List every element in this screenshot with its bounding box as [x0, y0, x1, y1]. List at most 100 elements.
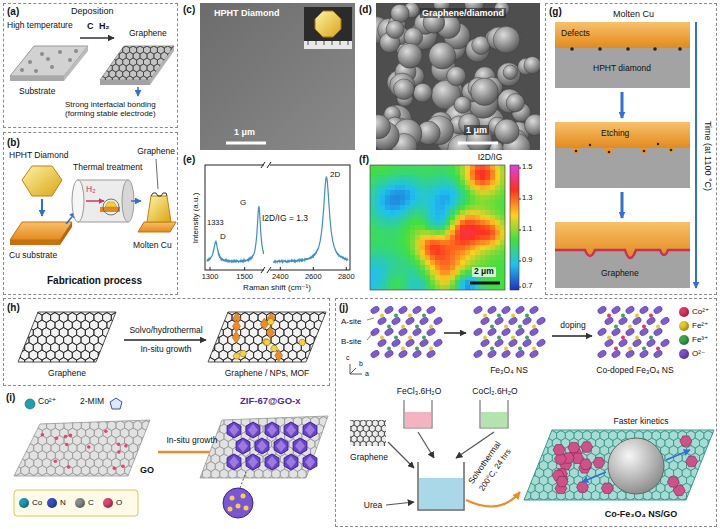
map-cell: [370, 215, 375, 220]
map-cell: [410, 270, 415, 275]
octahedron: [632, 338, 643, 348]
map-cell: [500, 200, 505, 205]
lattice-cell: [3, 421, 12, 431]
map-cell: [410, 265, 415, 270]
map-cell: [460, 210, 465, 215]
map-cell: [375, 190, 380, 195]
lattice-cell: [123, 82, 130, 90]
map-cell: [395, 170, 400, 175]
graphene-lattice: [0, 413, 168, 483]
lattice-cell: [695, 491, 704, 501]
lattice-cell: [717, 453, 720, 463]
map-cell: [465, 185, 470, 190]
map-cell: [370, 235, 375, 240]
map-cell: [430, 165, 435, 170]
map-cell: [465, 225, 470, 230]
lattice-cell: [526, 423, 535, 433]
map-cell: [430, 185, 435, 190]
map-cell: [440, 175, 445, 180]
map-cell: [415, 275, 420, 280]
map-cell: [375, 170, 380, 175]
spinel-lattice: [597, 305, 671, 359]
octahedron: [494, 316, 505, 326]
map-cell: [475, 175, 480, 180]
map-cell: [495, 255, 500, 260]
map-cell: [475, 195, 480, 200]
lattice-cell: [315, 469, 324, 479]
map-cell: [465, 245, 470, 250]
map-cell: [400, 275, 405, 280]
cation-site: [415, 347, 419, 351]
map-cell: [390, 220, 395, 225]
octahedron: [604, 316, 615, 326]
octahedron: [597, 349, 608, 359]
map-cell: [480, 230, 485, 235]
map-cell: [485, 240, 490, 245]
map-cell: [430, 175, 435, 180]
lattice-cell: [665, 498, 674, 508]
crystal-face: [276, 440, 286, 452]
lattice-cell: [77, 358, 86, 368]
lattice-cell: [0, 473, 8, 483]
map-cell: [380, 170, 385, 175]
map-cell: [430, 225, 435, 230]
map-cell: [410, 230, 415, 235]
map-cell: [415, 235, 420, 240]
map-cell: [450, 235, 455, 240]
map-cell: [405, 205, 410, 210]
map-cell: [485, 215, 490, 220]
map-cell: [470, 220, 475, 225]
lattice-cell: [336, 358, 345, 368]
map-cell: [455, 165, 460, 170]
map-cell: [440, 195, 445, 200]
map-cell: [410, 165, 415, 170]
lattice-cell: [332, 439, 341, 449]
map-cell: [465, 190, 470, 195]
map-cell: [455, 230, 460, 235]
lattice-cell: [263, 409, 272, 419]
lattice-cell: [293, 358, 302, 368]
map-cell: [445, 275, 450, 280]
raman-spectrum: [207, 207, 264, 262]
lattice-cell: [116, 82, 123, 90]
lattice-cell: [88, 46, 95, 54]
map-cell: [375, 265, 380, 270]
lattice-cell: [193, 305, 202, 315]
map-cell: [490, 220, 495, 225]
map-cell: [395, 205, 400, 210]
map-cell: [395, 230, 400, 235]
lattice-cell: [16, 428, 25, 438]
map-cell: [385, 215, 390, 220]
lattice-cell: [215, 477, 224, 487]
map-cell: [405, 285, 410, 290]
map-cell: [370, 190, 375, 195]
lattice-cell: [531, 431, 540, 441]
map-cell: [410, 210, 415, 215]
map-cell: [400, 265, 405, 270]
map-cell: [400, 210, 405, 215]
map-cell: [435, 265, 440, 270]
map-cell: [410, 255, 415, 260]
map-cell: [455, 210, 460, 215]
map-cell: [405, 280, 410, 285]
octahedron: [384, 305, 395, 315]
octahedron: [426, 327, 437, 337]
co-doping-scheme: [339, 305, 720, 510]
lattice-cell: [111, 358, 120, 368]
map-cell: [390, 175, 395, 180]
map-cell: [440, 215, 445, 220]
lattice-cell: [513, 476, 522, 486]
lattice-cell: [202, 409, 211, 419]
lattice-cell: [570, 498, 579, 508]
zif-crystal: [246, 454, 260, 470]
map-cell: [375, 230, 380, 235]
lattice-cell: [95, 58, 102, 66]
lattice-cell: [175, 52, 182, 60]
map-cell: [445, 165, 450, 170]
lattice-cell: [513, 446, 522, 456]
cation-site: [518, 347, 522, 351]
map-cell: [455, 175, 460, 180]
lattice-cell: [21, 436, 30, 446]
map-cell: [500, 195, 505, 200]
map-cell: [385, 240, 390, 245]
